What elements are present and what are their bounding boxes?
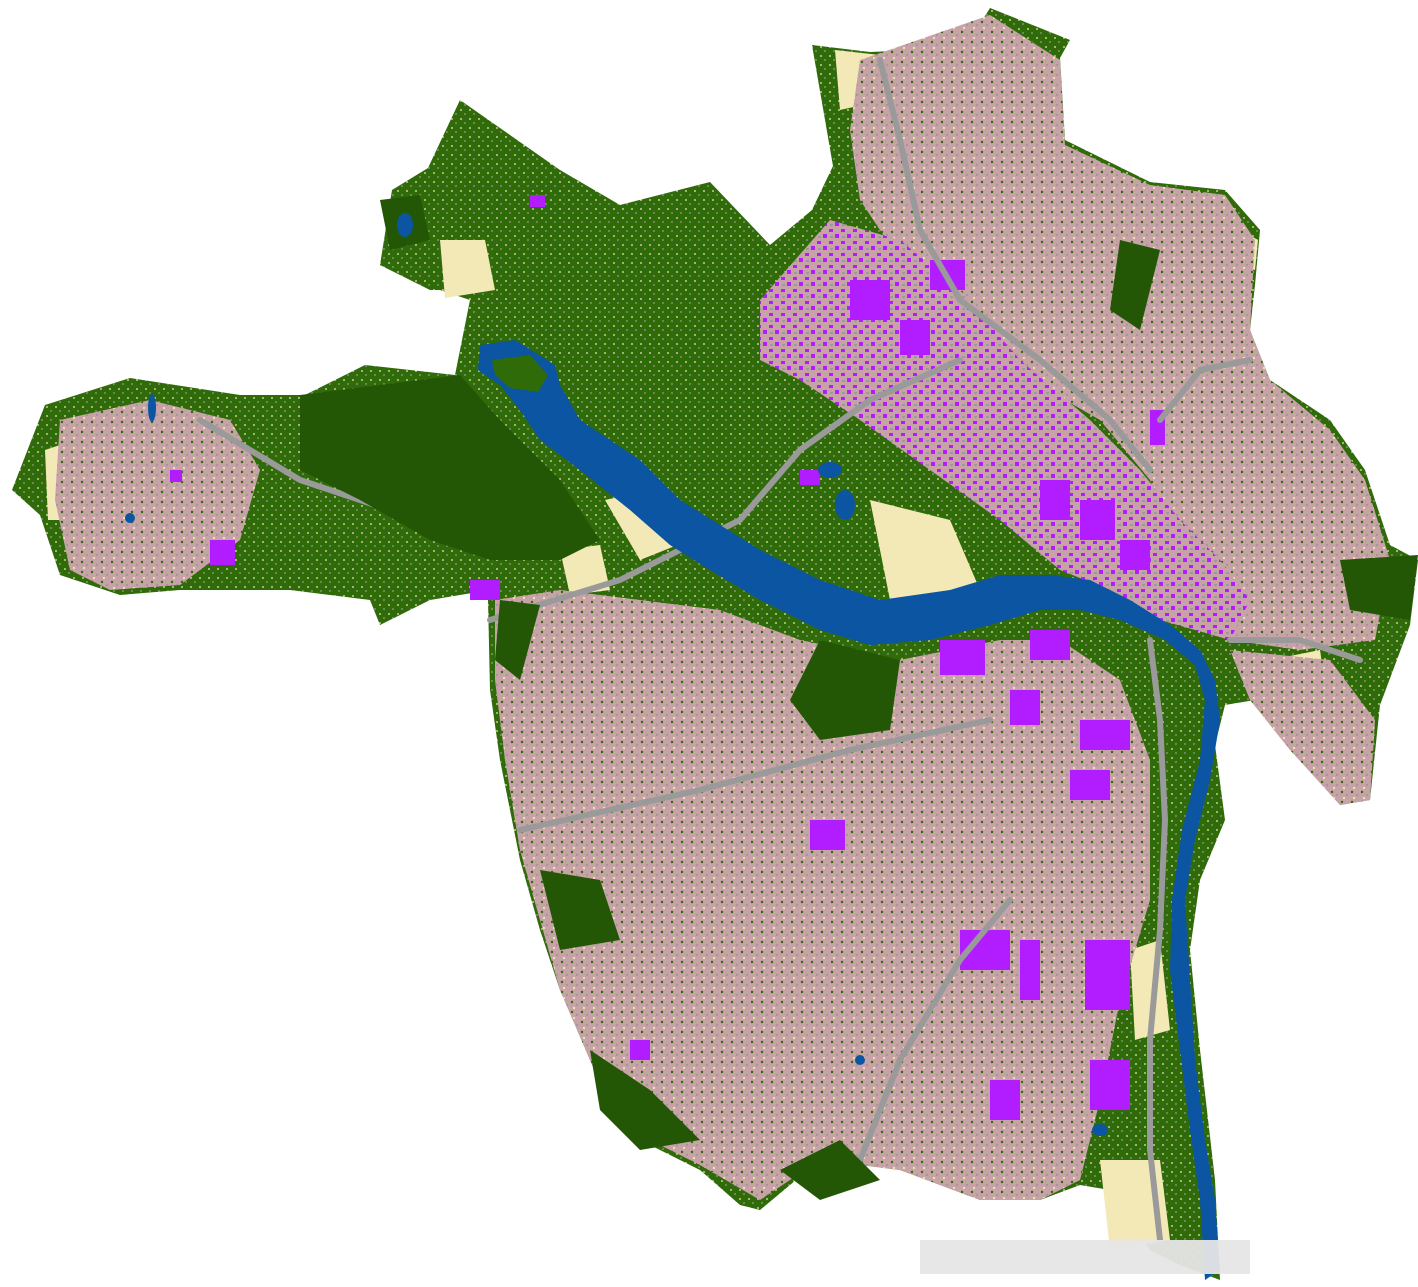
river-island — [492, 355, 548, 392]
pond-layer — [125, 213, 1108, 1136]
residential-layer — [55, 15, 1390, 1200]
buildings-layer — [170, 195, 1165, 1120]
scale-bar-placeholder — [920, 1240, 1250, 1274]
downtown-core-area — [760, 220, 1250, 640]
tree-canopy-layer — [300, 195, 1418, 1200]
james-river — [478, 340, 1220, 1280]
